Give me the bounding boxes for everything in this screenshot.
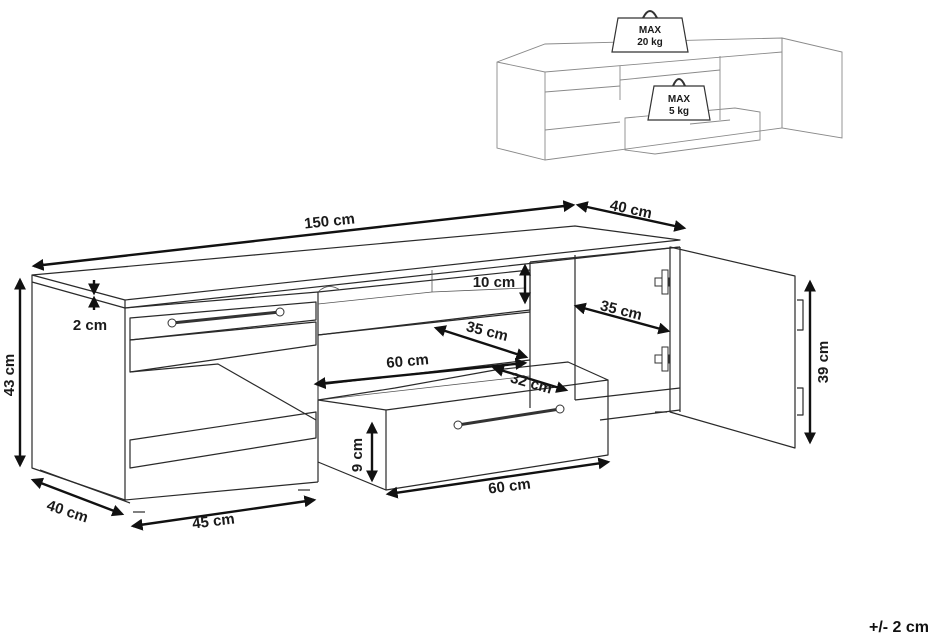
top-surface [31,225,681,301]
dimension-arrows [14,200,816,531]
drawer-handle [457,407,561,427]
side-depth-arrow [30,477,125,517]
weight-20kg-icon: MAX 20 kg [611,10,689,53]
side-width-arrow [130,495,317,531]
cabinet-depth-arrow [573,302,671,335]
dimension-labels: 150 cm 40 cm 43 cm 2 cm 10 cm 35 cm 60 c… [1,197,832,533]
depth-label: 40 cm [608,197,653,222]
drawer-load-value: 5 kg [669,106,689,117]
width-label: 150 cm [303,210,355,232]
shelf-gap-label: 10 cm [473,274,516,291]
drawer-front-width-label: 60 cm [487,476,531,498]
width-arrow [31,200,576,271]
top-load-label: MAX [639,25,662,36]
hinge-bottom [654,346,670,372]
cabinet-depth-label: 35 cm [598,297,643,324]
door-height-label: 39 cm [815,341,832,384]
side-width-label: 45 cm [191,511,235,533]
weight-5kg-icon: MAX 5 kg [647,78,711,121]
drawer-depth-arrow [491,365,569,393]
top-thickness-label: 2 cm [73,317,107,334]
drawer-front-width-arrow [385,457,611,499]
height-label: 43 cm [1,354,18,397]
drawer-height-label: 9 cm [349,438,366,472]
side-depth-label: 40 cm [45,497,91,526]
depth-arrow [575,201,687,232]
left-drawer-handle [171,310,281,325]
shelf-depth-arrow [433,325,529,360]
open-door [669,246,796,449]
load-capacity-inset: MAX 20 kg MAX 5 kg [496,10,843,161]
top-load-value: 20 kg [637,37,663,48]
shelf-depth-label: 35 cm [464,318,509,345]
drawer-inner-width-label: 60 cm [386,351,430,372]
hinge-top [654,269,670,295]
drawer-inner-width-arrow [313,357,528,390]
drawer-depth-label: 32 cm [508,370,554,398]
tolerance-note: +/- 2 cm [868,619,929,636]
drawer-load-label: MAX [668,94,691,105]
